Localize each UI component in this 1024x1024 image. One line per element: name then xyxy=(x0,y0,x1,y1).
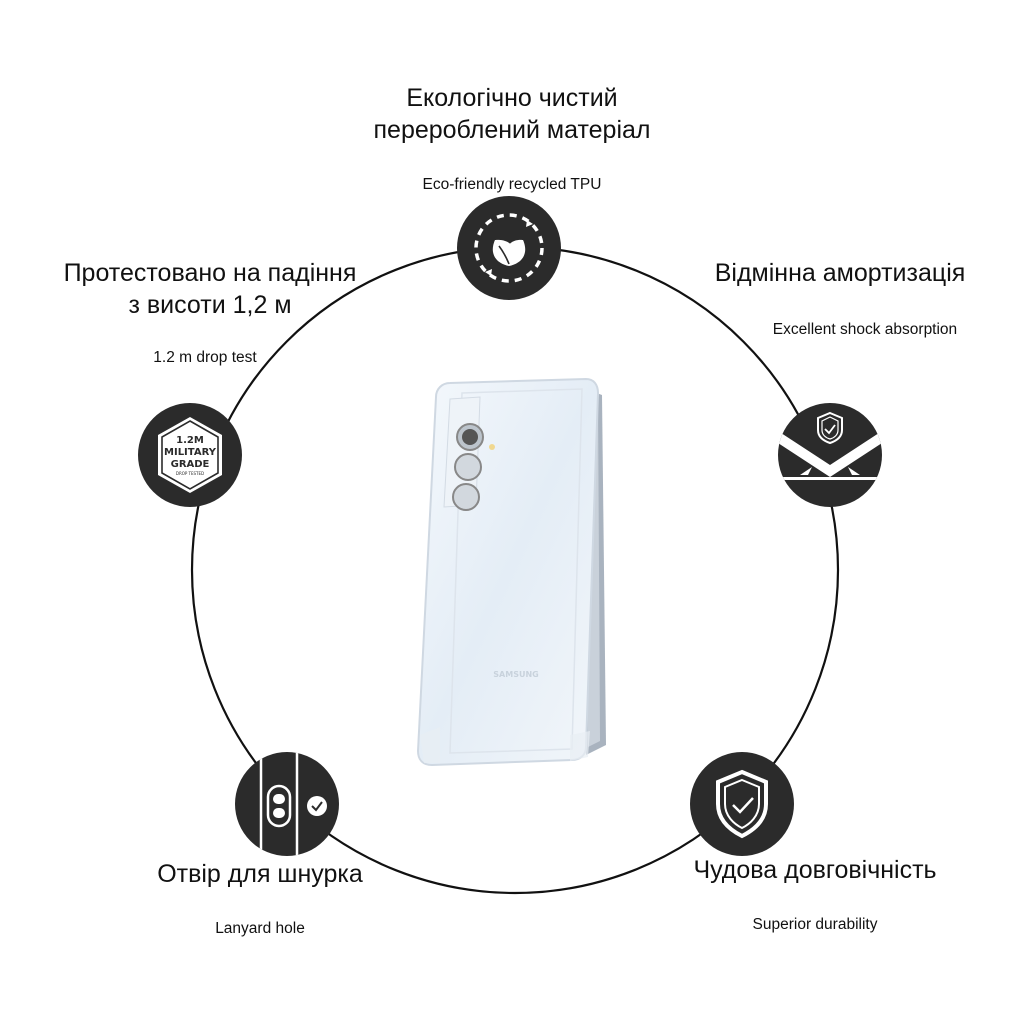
shield-check-icon xyxy=(716,769,768,839)
shock-subtitle: Excellent shock absorption xyxy=(772,321,958,338)
lanyard-badge xyxy=(235,752,339,856)
recycle-leaf-icon xyxy=(474,213,544,283)
eco-badge xyxy=(457,196,561,300)
svg-text:1.2M: 1.2M xyxy=(176,435,204,446)
shock-badge xyxy=(778,403,882,507)
eco-title-line1: Екологічно чистий xyxy=(406,84,618,112)
phone-case-image: SAMSUNG xyxy=(416,377,606,767)
svg-text:DROP TESTED: DROP TESTED xyxy=(176,471,204,476)
svg-text:GRADE: GRADE xyxy=(171,459,210,470)
shock-absorption-icon xyxy=(778,411,882,480)
drop-title-line1: Протестовано на падіння xyxy=(63,259,357,287)
drop-badge: 1.2M MILITARY GRADE DROP TESTED xyxy=(138,403,242,507)
eco-title: Екологічно чистий перероблений матеріал xyxy=(312,82,712,146)
lanyard-subtitle: Lanyard hole xyxy=(215,920,305,937)
durability-subtitle: Superior durability xyxy=(752,916,878,933)
lanyard-hole-icon xyxy=(259,752,327,856)
durability-badge xyxy=(690,752,794,856)
svg-text:MILITARY: MILITARY xyxy=(164,447,217,458)
drop-title-line2: з висоти 1,2 м xyxy=(128,291,292,319)
drop-title: Протестовано на падіння з висоти 1,2 м xyxy=(20,257,400,321)
svg-text:SAMSUNG: SAMSUNG xyxy=(493,670,538,679)
shock-title: Відмінна амортизація xyxy=(714,259,966,287)
lanyard-title: Отвір для шнурка xyxy=(157,860,363,888)
eco-title-line2: перероблений матеріал xyxy=(373,116,651,144)
military-grade-badge-icon: 1.2M MILITARY GRADE DROP TESTED xyxy=(158,417,222,493)
drop-subtitle: 1.2 m drop test xyxy=(153,349,257,366)
durability-title: Чудова довговічність xyxy=(693,856,937,884)
eco-subtitle: Eco-friendly recycled TPU xyxy=(422,176,602,193)
